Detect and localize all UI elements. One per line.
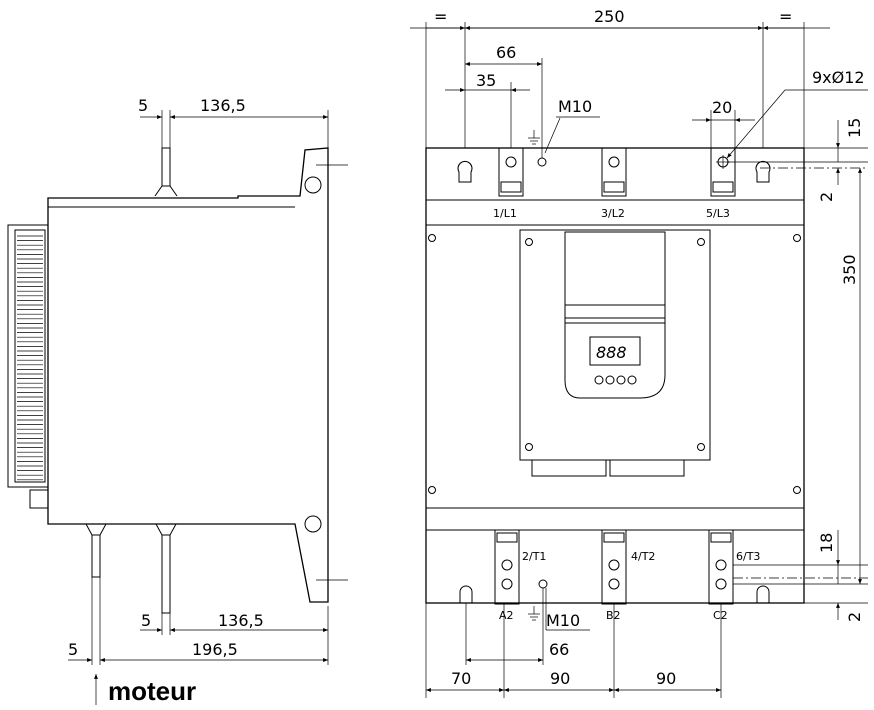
label-m10-top: M10: [558, 97, 592, 116]
terminal-3-L2: 3/L2: [601, 207, 625, 220]
terminal-1-L1: 1/L1: [493, 207, 517, 220]
display-text: 888: [596, 343, 627, 362]
led-display: [589, 336, 641, 366]
terminal-C2: C2: [713, 609, 728, 622]
dim-5-top: 5: [138, 96, 148, 115]
dim-5-bottom: 5: [141, 611, 151, 630]
top-busbar: [161, 147, 171, 187]
ground-icon-top: [528, 130, 540, 145]
label-m10-bottom: M10: [546, 611, 580, 630]
terminal-B2: B2: [606, 609, 621, 622]
dim-18: 18: [817, 533, 836, 553]
dim-66-top: 66: [496, 43, 516, 62]
fin-lines: [17, 235, 43, 481]
dim-15: 15: [845, 118, 864, 138]
dim-35: 35: [476, 71, 496, 90]
dim-2-bottom: 2: [845, 612, 864, 622]
terminal-5-L3: 5/L3: [706, 207, 730, 220]
side-body: [47, 147, 329, 603]
dim-90-b: 90: [656, 669, 676, 688]
dim-136-5-bottom: 136,5: [218, 611, 264, 630]
dim-196-5: 196,5: [192, 640, 238, 659]
front-body: [425, 147, 805, 604]
terminal-2-T1: 2/T1: [522, 550, 546, 563]
label-9x-dia-12: 9xØ12: [812, 68, 865, 87]
dim-5-total: 5: [68, 640, 78, 659]
dim-90-a: 90: [550, 669, 570, 688]
dim-20: 20: [712, 98, 732, 117]
dim-250: 250: [594, 7, 625, 26]
bottom-busbar-right: [161, 534, 171, 614]
dim-eq-right: =: [779, 7, 792, 26]
bottom-terminals: [459, 529, 770, 605]
dim-136-5-top: 136,5: [200, 96, 246, 115]
terminal-4-T2: 4/T2: [631, 550, 655, 563]
dim-eq-left: =: [434, 7, 447, 26]
heatsink-foot: [29, 489, 49, 509]
terminal-6-T3: 6/T3: [736, 550, 760, 563]
bottom-busbar-left: [91, 534, 101, 578]
dim-70: 70: [451, 669, 471, 688]
dim-66-bottom: 66: [549, 640, 569, 659]
dim-2-top: 2: [817, 192, 836, 202]
keypad-cover: [564, 231, 666, 399]
label-moteur: moteur: [108, 676, 196, 706]
dim-350: 350: [840, 254, 859, 285]
ground-icon-bottom: [528, 606, 540, 621]
side-view: 5 136,5 5 136,5 5 196,5 moteur: [7, 96, 348, 706]
terminal-A2: A2: [499, 609, 514, 622]
front-view: 888 1/L1 3/L2 5/L3: [410, 7, 868, 698]
